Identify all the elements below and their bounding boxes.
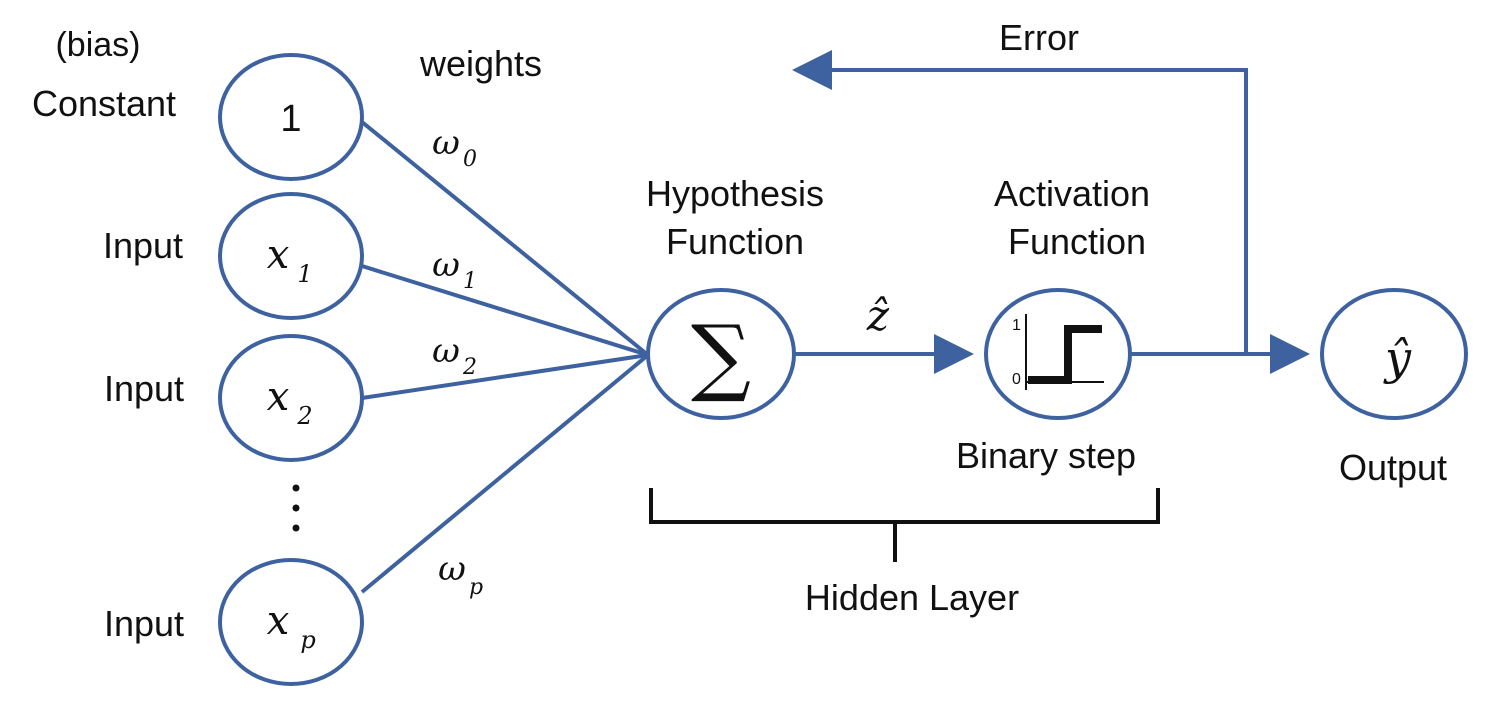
output-label: Output	[1339, 447, 1447, 488]
edge-wp	[360, 353, 650, 594]
activation-label-line1: Activation	[994, 173, 1150, 214]
svg-text:x: x	[267, 232, 290, 278]
input-label-1: Input	[103, 225, 183, 266]
edge-w0	[360, 120, 650, 357]
weights-label: weights	[419, 43, 542, 84]
sum-node	[646, 288, 796, 420]
activation-label-line2: Function	[1008, 221, 1146, 262]
y-hat-symbol: ŷ	[1383, 331, 1412, 385]
output-node	[1320, 288, 1468, 420]
svg-text:ω: ω	[438, 549, 466, 589]
svg-text:2: 2	[296, 402, 312, 430]
svg-text:1: 1	[297, 260, 312, 288]
weight-label-2: ω 2	[432, 331, 477, 380]
weight-label-p: ω p	[438, 549, 483, 600]
svg-text:2: 2	[462, 355, 477, 380]
activation-node	[984, 288, 1132, 420]
svg-text:x: x	[267, 374, 290, 420]
svg-text:1: 1	[463, 269, 477, 294]
constant-value: 1	[280, 98, 301, 140]
hypothesis-label-line1: Hypothesis	[646, 173, 824, 214]
input-symbol-2: x 2	[267, 374, 313, 430]
input-node-p	[218, 558, 364, 686]
binary-step-icon: 1 0	[1012, 314, 1104, 390]
ellipsis-dots	[292, 484, 300, 532]
sum-symbol: ∑	[691, 307, 751, 405]
step-tick-high: 1	[1012, 317, 1021, 334]
hidden-layer-bracket	[649, 488, 1160, 562]
edge-w1	[361, 264, 649, 357]
edge-w2	[361, 353, 649, 400]
svg-text:ω: ω	[432, 245, 460, 285]
hidden-layer-label: Hidden Layer	[805, 577, 1019, 618]
z-hat-label: ẑ	[866, 291, 890, 340]
svg-text:ω: ω	[432, 331, 460, 371]
svg-text:0: 0	[463, 147, 477, 172]
input-symbol-p: x p	[267, 598, 316, 654]
svg-text:x: x	[267, 598, 290, 644]
svg-text:ω: ω	[432, 123, 460, 163]
binary-step-label: Binary step	[956, 435, 1136, 476]
error-label: Error	[999, 17, 1079, 58]
input-symbol-1: x 1	[267, 232, 313, 288]
input-label-2: Input	[104, 368, 184, 409]
weight-label-0: ω 0	[432, 123, 477, 172]
constant-label: Constant	[32, 83, 176, 124]
constant-node	[218, 53, 364, 181]
input-node-1	[218, 192, 364, 320]
bias-label: (bias)	[55, 26, 140, 64]
hypothesis-label-line2: Function	[666, 221, 804, 262]
svg-text:p: p	[469, 575, 483, 600]
input-node-2	[218, 334, 364, 462]
svg-text:p: p	[300, 626, 315, 654]
input-label-p: Input	[104, 603, 184, 644]
weight-label-1: ω 1	[432, 245, 477, 294]
error-feedback-arrow	[792, 50, 1248, 354]
step-tick-low: 0	[1012, 371, 1021, 388]
